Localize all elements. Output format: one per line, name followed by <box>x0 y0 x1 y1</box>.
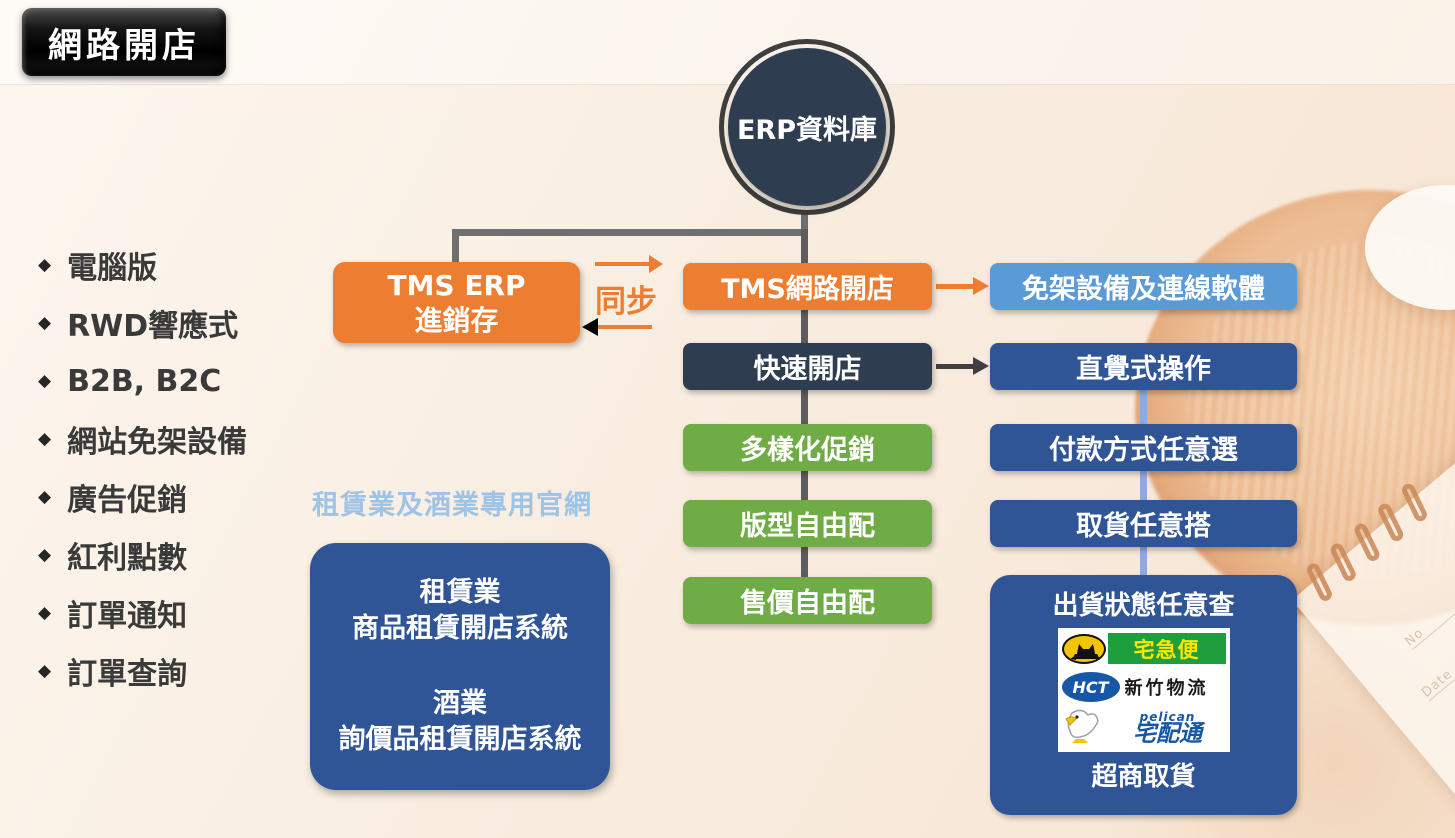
sync-label: 同步 <box>595 284 657 320</box>
list-item: ◆ 訂單查詢 <box>38 654 247 692</box>
flow-box-intuitive: 直覺式操作 <box>990 343 1297 390</box>
list-item: ◆ 廣告促銷 <box>38 480 247 518</box>
pelican-logo: pelican 宅配通 <box>1062 707 1226 750</box>
list-item: ◆ 網站免架設備 <box>38 422 247 460</box>
feature-label: 網站免架設備 <box>67 425 248 460</box>
diamond-bullet-icon: ◆ <box>38 371 52 391</box>
takkyubin-label: 宅急便 <box>1107 633 1226 664</box>
flow-box-price-mix: 售價自由配 <box>683 577 932 624</box>
flow-box-quick-open: 快速開店 <box>683 343 932 390</box>
connector-circle-stub <box>801 210 808 236</box>
sync-arrow-right <box>595 255 663 273</box>
arrow-to-operation <box>936 357 989 375</box>
pelican-brand: pelican <box>1139 710 1196 724</box>
photo-top-haze <box>0 0 1455 85</box>
hct-abbr: HCT <box>1061 672 1120 702</box>
tms-erp-line1: TMS ERP <box>387 268 526 302</box>
tms-erp-line2: 進銷存 <box>414 303 499 337</box>
connector-right-column <box>1140 388 1147 584</box>
flow-box-promotions: 多樣化促銷 <box>683 424 932 471</box>
connector-to-tms-erp <box>452 229 459 269</box>
shipping-footer: 超商取貨 <box>1091 762 1196 792</box>
diamond-bullet-icon: ◆ <box>38 545 52 565</box>
flow-box-payment: 付款方式任意選 <box>990 424 1297 471</box>
rental-group1-title: 租賃業 <box>419 576 501 608</box>
rental-group2-title: 酒業 <box>433 687 487 719</box>
feature-label: 訂單通知 <box>67 599 188 634</box>
erp-database-label: ERP資料庫 <box>728 48 886 206</box>
connector-center-column <box>801 229 808 591</box>
flow-box-online-store: TMS網路開店 <box>683 263 932 310</box>
diamond-bullet-icon: ◆ <box>38 661 52 681</box>
diamond-bullet-icon: ◆ <box>38 603 52 623</box>
courier-logo-panel: 宅急便 HCT 新竹物流 pelican 宅配通 <box>1057 628 1230 752</box>
shipping-title: 出貨狀態任意查 <box>1052 591 1235 621</box>
feature-label: 電腦版 <box>67 251 158 286</box>
pelican-bird-icon <box>1062 705 1108 752</box>
flow-box-pickup: 取貨任意搭 <box>990 500 1297 547</box>
feature-label: RWD響應式 <box>67 309 239 344</box>
page-title: 網路開店 <box>22 8 226 76</box>
erp-database-node: ERP資料庫 <box>719 39 895 215</box>
diamond-bullet-icon: ◆ <box>38 313 52 333</box>
pelican-label: 宅配通 <box>1133 721 1202 747</box>
hct-label: 新竹物流 <box>1124 678 1209 699</box>
feature-label: 廣告促銷 <box>67 483 188 518</box>
feature-label: 紅利點數 <box>67 541 188 576</box>
list-item: ◆ 電腦版 <box>38 248 247 286</box>
flow-box-layout-mix: 版型自由配 <box>683 500 932 547</box>
arrow-to-equipment <box>936 277 989 295</box>
list-item: ◆ 訂單通知 <box>38 596 247 634</box>
connector-horizontal <box>452 229 808 236</box>
diamond-bullet-icon: ◆ <box>38 487 52 507</box>
list-item: ◆ B2B, B2C <box>38 363 247 399</box>
feature-label: B2B, B2C <box>67 363 222 399</box>
diamond-bullet-icon: ◆ <box>38 429 52 449</box>
shipping-status-box: 出貨狀態任意查 宅急便 HCT 新竹物流 <box>990 575 1297 815</box>
black-cat-icon <box>1061 633 1106 664</box>
feature-label: 訂單查詢 <box>67 657 188 692</box>
takkyubin-logo: 宅急便 <box>1061 630 1226 667</box>
sync-arrow-left <box>582 318 652 336</box>
rental-systems-box: 租賃業 商品租賃開店系統 酒業 詢價品租賃開店系統 <box>310 543 610 790</box>
pelican-words: pelican 宅配通 <box>1110 711 1226 746</box>
diamond-bullet-icon: ◆ <box>38 255 52 275</box>
feature-list: ◆ 電腦版 ◆ RWD響應式 ◆ B2B, B2C ◆ 網站免架設備 ◆ 廣告促銷 ◆ 紅利… <box>38 248 247 692</box>
rental-group1-desc: 商品租賃開店系統 <box>352 613 568 645</box>
hct-logo: HCT 新竹物流 <box>1061 667 1226 707</box>
list-item: ◆ 紅利點數 <box>38 538 247 576</box>
flow-box-no-hosting: 免架設備及連線軟體 <box>990 263 1297 310</box>
tms-erp-box: TMS ERP 進銷存 <box>333 262 580 343</box>
list-item: ◆ RWD響應式 <box>38 306 247 344</box>
rental-section-heading: 租賃業及酒業專用官網 <box>312 490 592 521</box>
rental-group2-desc: 詢價品租賃開店系統 <box>338 723 582 755</box>
